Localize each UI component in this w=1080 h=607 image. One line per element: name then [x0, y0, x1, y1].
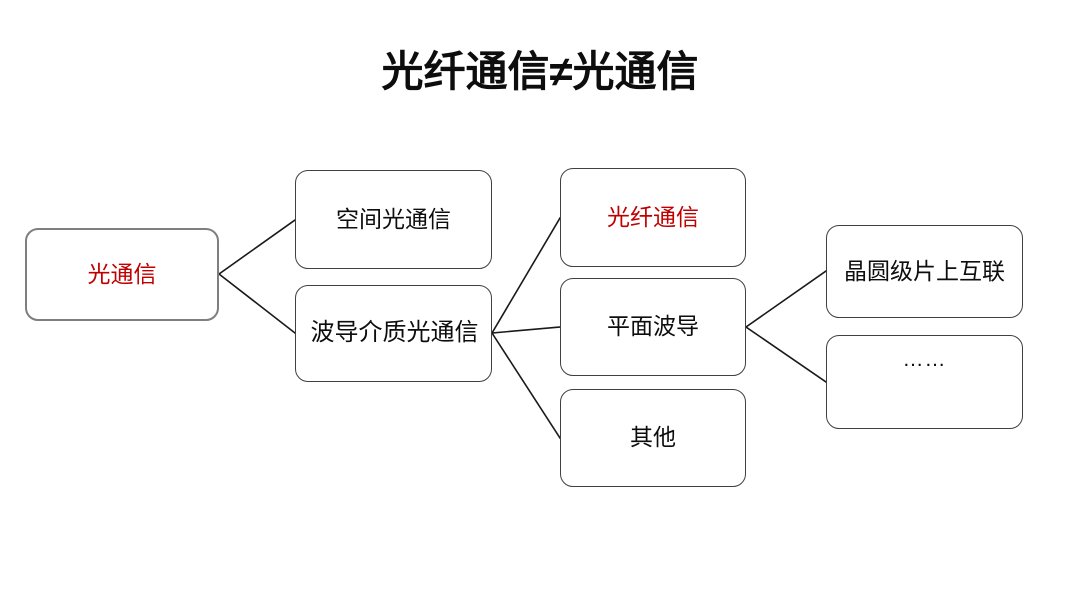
node-wafer-level-on-chip-interconnect[interactable]: 晶圆级片上互联: [826, 225, 1023, 318]
connector-baodao-to-qita: [490, 331, 562, 440]
connector-pingmian-to-jingyuan: [744, 269, 828, 329]
node-label: 平面波导: [607, 313, 699, 340]
node-ellipsis[interactable]: ……: [826, 335, 1023, 429]
node-fiber-optic-communication[interactable]: 光纤通信: [560, 168, 746, 267]
node-label: 波导介质光通信: [310, 319, 479, 347]
node-other[interactable]: 其他: [560, 389, 746, 487]
node-label: ……: [902, 348, 947, 372]
node-free-space-optical[interactable]: 空间光通信: [295, 170, 492, 269]
node-label: 晶圆级片上互联: [844, 257, 1005, 284]
connector-baodao-to-pingmian: [491, 326, 561, 334]
connector-pingmian-to-dots: [744, 325, 828, 384]
node-planar-waveguide[interactable]: 平面波导: [560, 278, 746, 376]
node-label: 光通信: [87, 260, 157, 287]
connector-baodao-to-guangxian: [490, 216, 562, 335]
node-waveguide-medium-optical[interactable]: 波导介质光通信: [295, 285, 492, 382]
node-label: 其他: [630, 424, 676, 451]
node-label: 空间光通信: [336, 205, 451, 232]
connector-root-to-baodao: [217, 272, 297, 335]
node-label: 光纤通信: [607, 203, 699, 230]
node-optical-communication[interactable]: 光通信: [25, 228, 219, 321]
page-title: 光纤通信≠光通信: [381, 48, 699, 95]
connector-root-to-kongjian: [217, 218, 297, 276]
